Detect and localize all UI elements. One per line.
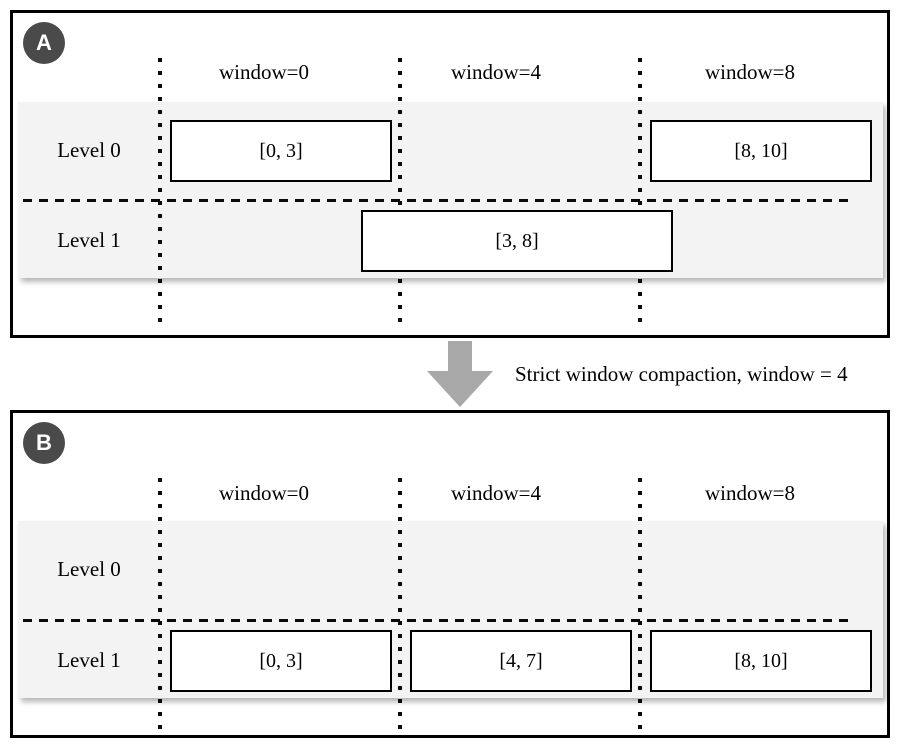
window-label-0: window=0 — [218, 60, 310, 84]
window-boundary-dotted-line — [638, 58, 642, 323]
window-label-4: window=4 — [450, 481, 542, 505]
level-divider-dashed-line — [23, 619, 851, 622]
sstable-box: [8, 10] — [650, 630, 872, 692]
down-arrow-icon — [427, 341, 493, 407]
level-1-label: Level 1 — [57, 228, 121, 252]
panel-b: B window=0 window=4 window=8 Level 0 Lev… — [10, 410, 890, 738]
level-divider-dashed-line — [23, 199, 851, 202]
level-1-label: Level 1 — [57, 648, 121, 672]
window-boundary-dotted-line — [638, 478, 642, 736]
arrow-caption: Strict window compaction, window = 4 — [515, 362, 848, 386]
window-boundary-dotted-line — [158, 478, 162, 736]
window-boundary-dotted-line — [398, 58, 402, 323]
panel-a-badge: A — [23, 22, 65, 64]
sstable-box: [0, 3] — [170, 120, 392, 182]
window-label-8: window=8 — [704, 60, 796, 84]
window-label-0: window=0 — [218, 481, 310, 505]
window-label-4: window=4 — [450, 60, 542, 84]
panel-a: A window=0 window=4 window=8 Level 0 Lev… — [10, 10, 890, 338]
level-0-label: Level 0 — [57, 138, 121, 162]
sstable-box: [0, 3] — [170, 630, 392, 692]
sstable-box: [8, 10] — [650, 120, 872, 182]
window-boundary-dotted-line — [158, 58, 162, 323]
level-0-label: Level 0 — [57, 557, 121, 581]
sstable-box: [3, 8] — [361, 210, 673, 272]
window-label-8: window=8 — [704, 481, 796, 505]
panel-b-badge: B — [23, 422, 65, 464]
sstable-box: [4, 7] — [410, 630, 632, 692]
window-boundary-dotted-line — [398, 478, 402, 736]
